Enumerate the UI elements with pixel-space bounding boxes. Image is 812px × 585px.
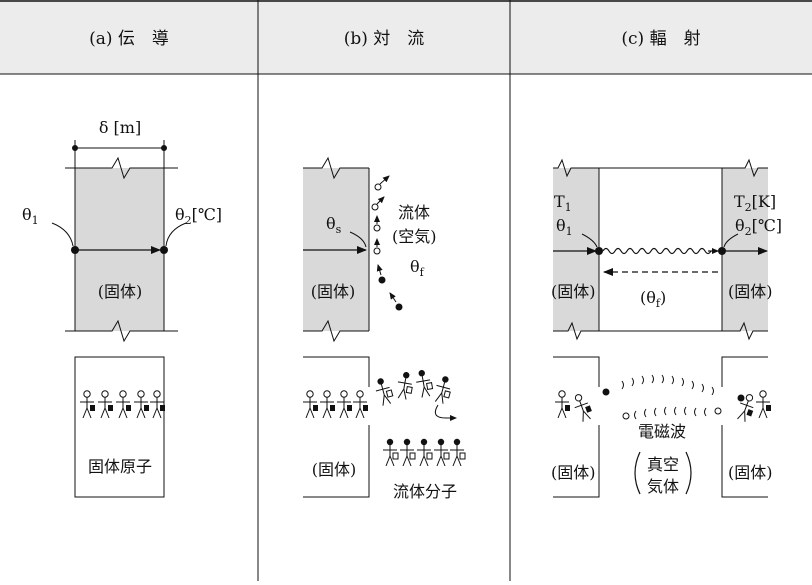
convection-bottom-break-line [303, 319, 369, 343]
conduction-theta1-label: θ1 [22, 205, 39, 227]
radiation-top-line [553, 158, 768, 178]
theta1-leader-line [51, 222, 74, 247]
radiation-thrown-particles [602, 374, 745, 420]
radiation-t1-label: T1 [554, 192, 572, 214]
convection-fluid-sublabel: (空気) [392, 227, 437, 246]
vacuum-label: 真空 [647, 455, 679, 474]
vacuum-right-paren [685, 451, 692, 495]
radiation-right-solid-label: (固体) [728, 282, 773, 301]
convection-panel: θs 流体 (空気) θf (固体) [302, 156, 466, 501]
thickness-label: δ [m] [99, 118, 141, 137]
conduction-bottom-break-line [65, 319, 178, 343]
gas-label: 気体 [647, 477, 679, 496]
radiation-t2-label: T2[K] [734, 192, 776, 214]
electromagnetic-wave-label: 電磁波 [638, 422, 686, 441]
radiation-lower-left-outline [553, 356, 600, 498]
theta2-leader-line [165, 222, 187, 247]
convection-lower-solid-label: (固体) [312, 460, 357, 479]
header-radiation: (c) 輻 射 [621, 29, 700, 49]
convection-fluid-label: 流体 [398, 203, 430, 222]
convection-lower-solid-outline [303, 356, 370, 498]
thickness-end-dot-right [161, 145, 167, 151]
convection-molecules-label: 流体分子 [393, 482, 457, 501]
fluid-particles [371, 175, 403, 311]
radiation-theta1-leader [581, 233, 598, 248]
conduction-atom-figures [79, 390, 166, 419]
theta-s-leader-line [349, 231, 367, 248]
conduction-theta2-label: θ2[℃] [175, 205, 222, 227]
thickness-end-dot-left [72, 145, 78, 151]
radiation-theta2-leader [723, 233, 739, 248]
conduction-atoms-label: 固体原子 [88, 457, 152, 476]
conduction-point-theta1 [71, 246, 79, 254]
convection-swirl-arrow [434, 404, 457, 421]
convection-top-break-line [303, 156, 369, 180]
conduction-point-theta2 [160, 246, 168, 254]
radiation-theta2-label: θ2[℃] [735, 216, 782, 238]
conduction-top-break-line [65, 156, 178, 180]
radiation-left-solid-label: (固体) [551, 282, 596, 301]
convection-theta-f-label: θf [410, 257, 425, 279]
radiation-bottom-line [553, 321, 768, 341]
header-conduction: (a) 伝 導 [89, 29, 169, 49]
electromagnetic-wave [602, 247, 712, 255]
convection-fluid-molecule-figures [372, 368, 466, 467]
convection-solid-figures [302, 390, 369, 419]
radiation-lower-right-label: (固体) [728, 463, 773, 482]
convection-solid-label: (固体) [311, 282, 356, 301]
vacuum-left-paren [634, 451, 641, 495]
header-row-background [0, 0, 812, 74]
conduction-panel: δ [m] θ1 θ2[℃] (固体) 固体原子 [22, 118, 222, 498]
radiation-theta1-label: θ1 [556, 216, 573, 238]
radiation-theta-f-label: (θf) [640, 288, 666, 310]
radiation-panel: T1 θ1 T2[K] θ2[℃] (θf) (固体) (固体) 電磁波 (固体… [551, 158, 782, 498]
header-convection: (b) 対 流 [344, 29, 425, 49]
radiation-point-right [718, 247, 726, 255]
conduction-solid-label: (固体) [98, 282, 143, 301]
radiation-lower-left-label: (固体) [551, 463, 596, 482]
conduction-atoms-box [74, 356, 165, 498]
radiation-lower-right-outline [721, 356, 768, 498]
convection-theta-s-label: θs [326, 214, 342, 236]
radiation-point-left [595, 247, 603, 255]
